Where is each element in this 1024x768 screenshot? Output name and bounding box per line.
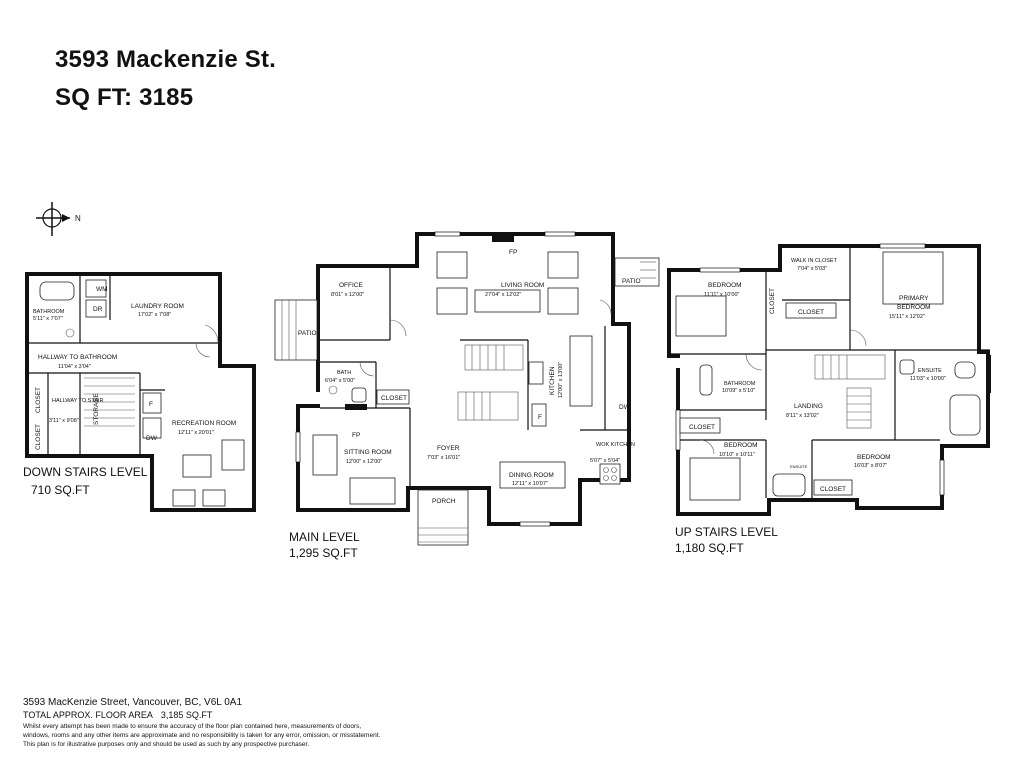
footer-address: 3593 MacKenzie Street, Vancouver, BC, V6… bbox=[23, 697, 243, 708]
room-bedroom-1: BEDROOM bbox=[708, 282, 742, 289]
tag-patio-main-1: PATIO bbox=[298, 330, 317, 337]
dim-wok-kitchen: 5'07" x 5'04" bbox=[590, 458, 620, 464]
disclaimer-line-1: Whilst every attempt has been made to en… bbox=[23, 723, 362, 730]
tag-fp-living: FP bbox=[509, 249, 517, 256]
tag-wm: WM bbox=[96, 286, 108, 293]
compass-icon: N bbox=[36, 202, 81, 236]
dim-bathroom-down: 5'11" x 7'07" bbox=[33, 316, 63, 322]
level-area-down: 710 SQ.FT bbox=[31, 483, 90, 497]
room-dining: DINING ROOM bbox=[509, 472, 554, 479]
dim-hallway-stair: 3'11" x 9'08" bbox=[49, 418, 79, 424]
room-kitchen: KITCHEN bbox=[549, 366, 556, 395]
room-foyer: FOYER bbox=[437, 445, 460, 452]
room-bedroom-3: BEDROOM bbox=[857, 454, 891, 461]
level-area-up: 1,180 SQ.FT bbox=[675, 541, 744, 555]
room-hallway-stair: HALLWAY TO STAIR bbox=[52, 398, 103, 404]
footer-total-value: 3,185 SQ.FT bbox=[160, 710, 213, 720]
tag-fp-sitting: FP bbox=[352, 432, 360, 439]
footer-total: TOTAL APPROX. FLOOR AREA 3,185 SQ.FT bbox=[23, 710, 212, 720]
tag-patio-main-2: PATIO bbox=[622, 278, 641, 285]
room-laundry: LAUNDRY ROOM bbox=[131, 303, 184, 310]
down-stairs-plan: WM DR LAUNDRY ROOM 17'02" x 7'08" BATHRO… bbox=[25, 272, 256, 512]
level-name-down: DOWN STAIRS LEVEL bbox=[23, 465, 148, 479]
room-primary-bedroom-2: BEDROOM bbox=[897, 304, 931, 311]
dim-dining: 12'11" x 10'07" bbox=[512, 481, 548, 487]
room-bathroom-down: BATHROOM bbox=[33, 309, 65, 315]
room-recreation: RECREATION ROOM bbox=[172, 420, 236, 427]
tag-ensuite-small: ENSUITE bbox=[790, 464, 808, 469]
dim-walk-in-closet: 7'04" x 5'03" bbox=[797, 266, 827, 272]
room-ensuite: ENSUITE bbox=[918, 368, 942, 374]
tag-closet-down-2: CLOSET bbox=[35, 424, 42, 450]
tag-dw-main: DW bbox=[619, 404, 631, 411]
compass-label: N bbox=[75, 214, 81, 223]
dim-hallway-bath: 11'04" x 3'04" bbox=[58, 364, 91, 370]
room-primary-bedroom: PRIMARY bbox=[899, 295, 929, 302]
room-walk-in-closet: WALK IN CLOSET bbox=[791, 258, 838, 264]
room-landing: LANDING bbox=[794, 403, 823, 410]
tag-f-main: F bbox=[538, 414, 542, 421]
dim-living: 27'04" x 12'02" bbox=[485, 292, 521, 298]
dim-bedroom-1: 11'11" x 10'00" bbox=[704, 292, 740, 298]
tag-closet-up-4: CLOSET bbox=[820, 486, 846, 493]
dim-bedroom-2: 10'10" x 10'11" bbox=[719, 452, 755, 458]
disclaimer-line-3: This plan is for illustrative purposes o… bbox=[23, 741, 310, 748]
dim-sitting: 12'00" x 12'00" bbox=[346, 459, 382, 465]
main-level-plan: OFFICE 8'01" x 12'00" LIVING ROOM 27'04"… bbox=[274, 231, 660, 546]
tag-f-down: F bbox=[149, 401, 153, 408]
dim-primary-bedroom: 15'11" x 12'02" bbox=[889, 314, 925, 320]
tag-porch: PORCH bbox=[432, 498, 456, 505]
tag-closet-down-1: CLOSET bbox=[35, 387, 42, 413]
tag-closet-up-3: CLOSET bbox=[689, 424, 715, 431]
tag-closet-up-1: CLOSET bbox=[769, 288, 776, 314]
level-area-main: 1,295 SQ.FT bbox=[289, 546, 358, 560]
tag-dr: DR bbox=[93, 306, 103, 313]
level-name-up: UP STAIRS LEVEL bbox=[675, 525, 778, 539]
tag-storage: STORAGE bbox=[93, 393, 100, 425]
room-sitting: SITTING ROOM bbox=[344, 449, 392, 456]
dim-office: 8'01" x 12'00" bbox=[331, 292, 364, 298]
room-bedroom-2: BEDROOM bbox=[724, 442, 758, 449]
dim-bath-main: 6'04" x 5'00" bbox=[325, 378, 355, 384]
dim-bedroom-3: 16'03" x 8'07" bbox=[854, 463, 887, 469]
dim-laundry: 17'02" x 7'08" bbox=[138, 312, 171, 318]
listing-sqft: SQ FT: 3185 bbox=[55, 84, 194, 111]
disclaimer-line-2: windows, rooms and any other items are a… bbox=[23, 732, 381, 739]
room-bathroom-up: BATHROOM bbox=[724, 381, 756, 387]
listing-address: 3593 Mackenzie St. bbox=[55, 46, 277, 73]
footer-disclaimer: Whilst every attempt has been made to en… bbox=[23, 722, 483, 749]
level-name-main: MAIN LEVEL bbox=[289, 530, 360, 544]
dim-bathroom-up: 10'09" x 5'10" bbox=[722, 388, 755, 394]
dim-ensuite: 11'03" x 10'00" bbox=[910, 376, 946, 382]
tag-closet-up-2: CLOSET bbox=[798, 309, 824, 316]
dim-landing: 8'11" x 13'02" bbox=[786, 413, 819, 419]
room-living: LIVING ROOM bbox=[501, 282, 544, 289]
dim-recreation: 12'11" x 20'01" bbox=[178, 430, 214, 436]
room-office: OFFICE bbox=[339, 282, 363, 289]
dim-foyer: 7'03" x 16'01" bbox=[427, 455, 460, 461]
tag-dw-down: DW bbox=[146, 435, 158, 442]
room-bath-main: BATH bbox=[337, 370, 351, 376]
up-stairs-plan: BEDROOM 11'11" x 10'00" WALK IN CLOSET 7… bbox=[667, 243, 991, 516]
footer-total-label: TOTAL APPROX. FLOOR AREA bbox=[23, 710, 153, 720]
dim-kitchen: 12'00" x 13'00" bbox=[558, 362, 564, 398]
room-hallway-bath: HALLWAY TO BATHROOM bbox=[38, 354, 117, 361]
room-wok-kitchen: WOK KITCHEN bbox=[596, 442, 635, 448]
tag-closet-main: CLOSET bbox=[381, 395, 407, 402]
